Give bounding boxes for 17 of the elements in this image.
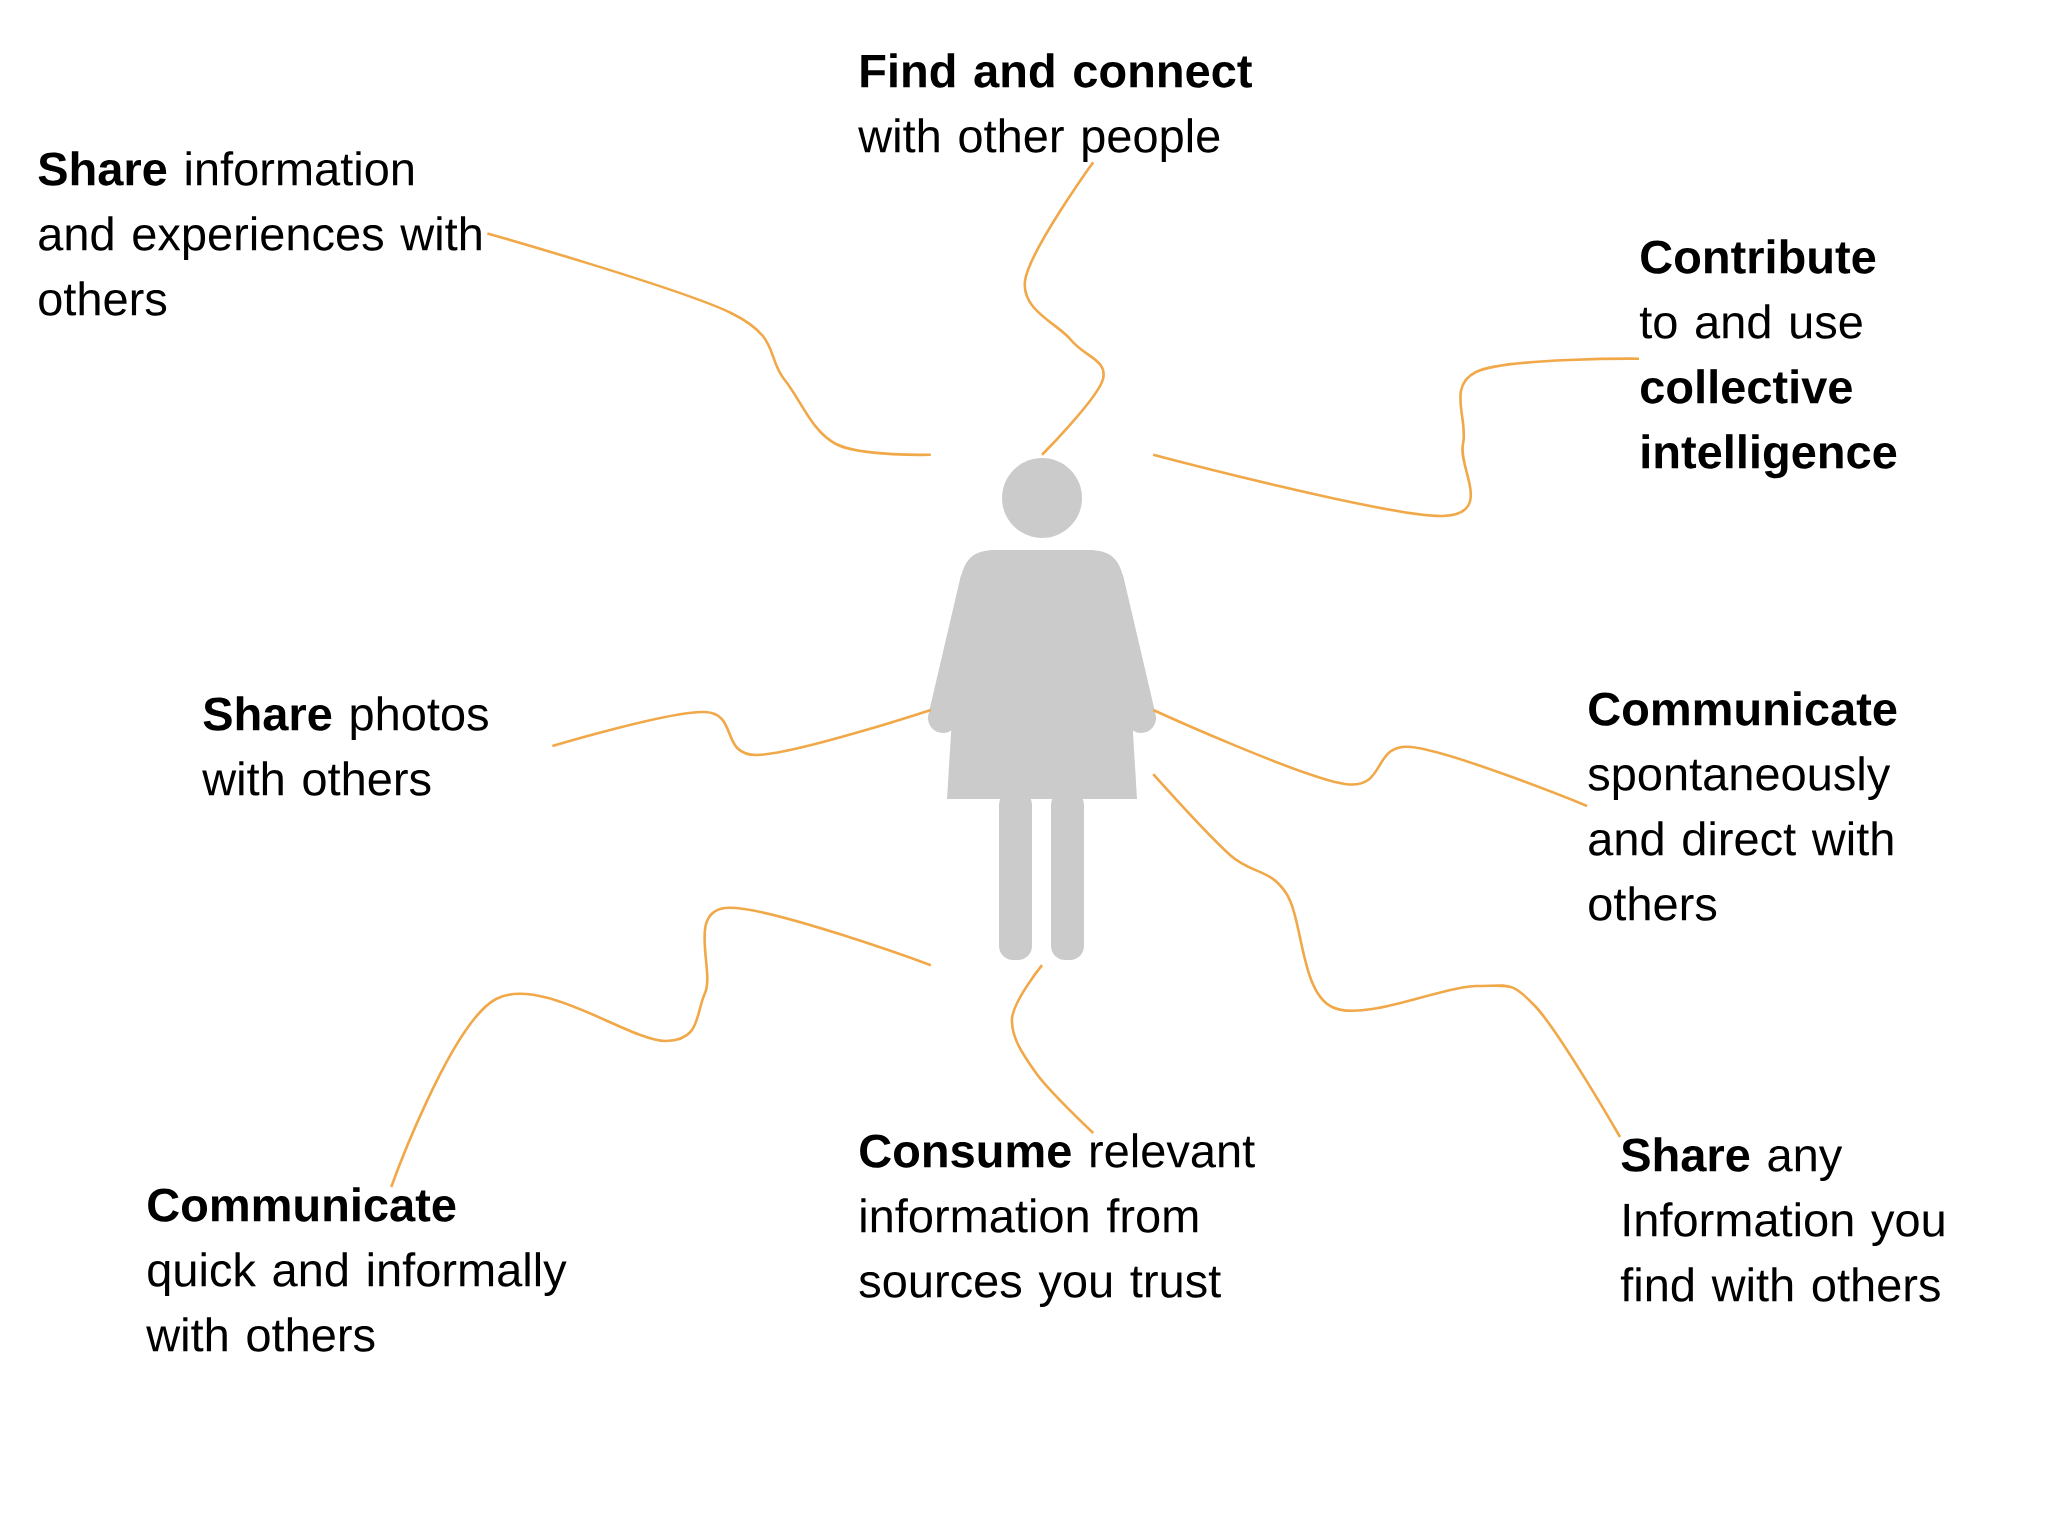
person-drawing	[928, 458, 1156, 960]
caption-text: Communicate spontaneously and direct with others	[1588, 691, 1897, 921]
wavy-line	[1010, 964, 1095, 1134]
caption-text: Share information and experiences with others	[38, 151, 481, 316]
wavy-line	[1152, 357, 1640, 518]
caption-text: Consume relevant information from sources you trust	[859, 1133, 1255, 1307]
wavy-line	[1152, 708, 1588, 808]
wavy-line	[1023, 161, 1105, 456]
wavy-line	[487, 232, 931, 457]
caption-text: Share photos with others	[202, 696, 488, 796]
caption-text: Communicate quick and informally with others	[146, 1187, 567, 1352]
caption-text: Share any Information you find with others	[1620, 1137, 1944, 1302]
caption-text: Contribute to and use collective intelligence	[1639, 239, 1897, 479]
wavy-line	[390, 906, 932, 1188]
wavy-line	[552, 708, 932, 757]
wavy-line	[1152, 773, 1622, 1138]
caption-text: Find and connect with other people	[858, 53, 1252, 162]
